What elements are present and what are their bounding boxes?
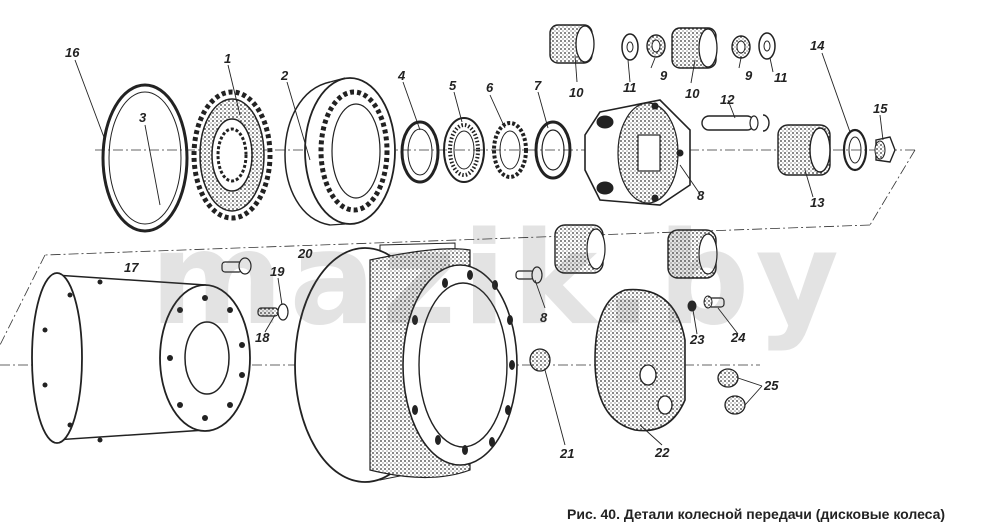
label-2: 2: [280, 68, 289, 83]
label-3: 3: [139, 110, 147, 125]
axle-pin-12: [701, 114, 770, 132]
label-5: 5: [449, 78, 457, 93]
label-11a: 11: [623, 80, 637, 95]
snap-ring-4: [400, 120, 440, 184]
screw-24: [703, 295, 725, 309]
label-4: 4: [397, 68, 406, 83]
figure-caption: Рис. 40. Детали колесной передачи (диско…: [567, 506, 946, 522]
planet-carrier-8: [584, 99, 691, 206]
label-13: 13: [810, 195, 825, 210]
label-9b: 9: [745, 68, 753, 83]
label-22: 22: [654, 445, 670, 460]
part-labels: 16 3 1 2 4 5 6 7 10 11 9 10 9 11 12 14 1…: [65, 38, 888, 461]
bolt-20: [221, 257, 252, 275]
needle-bearing-5: [443, 117, 485, 183]
label-1: 1: [224, 51, 231, 66]
bearing-9b: [731, 35, 751, 59]
spacer-ring-6: [492, 121, 528, 179]
hub-cover-22: [594, 288, 686, 432]
label-15: 15: [873, 101, 888, 116]
label-12: 12: [720, 92, 735, 107]
ring-gear-2: [284, 77, 396, 226]
label-8a: 8: [697, 188, 705, 203]
bolt-8b: [515, 266, 543, 284]
label-17: 17: [124, 260, 139, 275]
label-9a: 9: [660, 68, 668, 83]
label-21: 21: [559, 446, 574, 461]
bolt-18: [257, 303, 289, 321]
label-8b: 8: [540, 310, 548, 325]
plug-15: [874, 136, 896, 163]
label-18: 18: [255, 330, 270, 345]
bearing-9a: [646, 34, 666, 58]
planet-gear-10b: [671, 27, 718, 69]
leader-lines: [74, 52, 884, 446]
plug-25b: [724, 395, 746, 415]
label-19: 19: [270, 264, 285, 279]
wheel-hub-17: [31, 272, 251, 444]
lock-ring-14: [842, 128, 868, 172]
plug-21: [529, 348, 551, 372]
label-14: 14: [810, 38, 825, 53]
planet-gear-10a: [549, 24, 595, 64]
sun-gear-13: [777, 124, 831, 176]
bushing-7: [534, 120, 572, 180]
label-20: 20: [297, 246, 313, 261]
gear-wheel-1: [191, 89, 273, 221]
label-16: 16: [65, 45, 80, 60]
planet-gear-10c: [554, 224, 606, 274]
plug-25a: [717, 368, 739, 388]
planet-gear-10d: [667, 229, 718, 279]
retaining-ring-16: [101, 83, 189, 233]
label-11b: 11: [774, 70, 788, 85]
brake-drum: [294, 242, 518, 483]
label-6: 6: [486, 80, 494, 95]
label-25: 25: [763, 378, 779, 393]
label-7: 7: [534, 78, 542, 93]
washer-23: [687, 300, 697, 312]
washer-11a: [621, 33, 639, 61]
label-10a: 10: [569, 85, 584, 100]
label-10b: 10: [685, 86, 700, 101]
washer-11b: [758, 32, 776, 60]
label-23: 23: [689, 332, 705, 347]
label-24: 24: [730, 330, 746, 345]
